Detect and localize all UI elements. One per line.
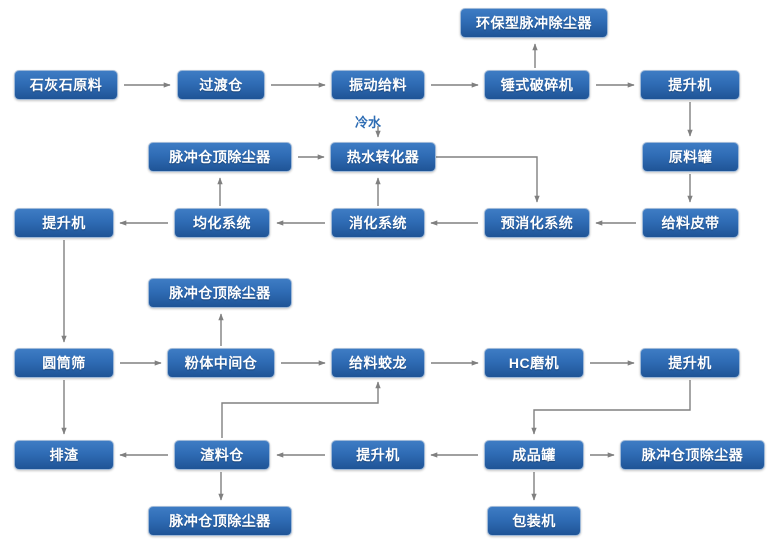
flow-node-n21[interactable]: 排渣 bbox=[14, 440, 114, 470]
flow-node-label: 提升机 bbox=[668, 77, 712, 93]
flow-node-n18[interactable]: 给料蛟龙 bbox=[331, 348, 425, 378]
flow-node-n12[interactable]: 消化系统 bbox=[331, 208, 425, 238]
flow-node-n19[interactable]: HC磨机 bbox=[484, 348, 584, 378]
flow-node-label: 脉冲仓顶除尘器 bbox=[169, 149, 271, 165]
flow-node-label: 提升机 bbox=[668, 355, 712, 371]
flow-node-n13[interactable]: 预消化系统 bbox=[484, 208, 590, 238]
flow-node-n1[interactable]: 石灰石原料 bbox=[14, 70, 118, 100]
flow-node-label: 渣料仓 bbox=[200, 447, 244, 463]
flow-node-n20[interactable]: 提升机 bbox=[640, 348, 740, 378]
flow-node-n10[interactable]: 提升机 bbox=[14, 208, 114, 238]
flow-node-n16[interactable]: 圆筒筛 bbox=[14, 348, 114, 378]
flow-node-label: 排渣 bbox=[49, 447, 79, 463]
flow-node-n15[interactable]: 脉冲仓顶除尘器 bbox=[148, 278, 292, 308]
flow-node-n9[interactable]: 热水转化器 bbox=[330, 142, 436, 172]
flow-edge bbox=[221, 381, 381, 438]
flow-node-label: 脉冲仓顶除尘器 bbox=[169, 285, 271, 301]
flow-node-label: 圆筒筛 bbox=[42, 355, 86, 371]
flow-node-n7[interactable]: 原料罐 bbox=[642, 142, 739, 172]
flow-node-label: 提升机 bbox=[356, 447, 400, 463]
flow-node-n27[interactable]: 包装机 bbox=[487, 506, 581, 536]
flow-node-n22[interactable]: 渣料仓 bbox=[174, 440, 270, 470]
flow-node-label: 给料皮带 bbox=[661, 215, 720, 231]
flow-node-n14[interactable]: 给料皮带 bbox=[642, 208, 739, 238]
flow-node-n17[interactable]: 粉体中间仓 bbox=[167, 348, 275, 378]
flow-node-label: 过渡仓 bbox=[199, 77, 243, 93]
flow-node-label: 粉体中间仓 bbox=[184, 355, 258, 371]
flow-node-label: 脉冲仓顶除尘器 bbox=[169, 513, 271, 529]
flow-node-label: 热水转化器 bbox=[346, 149, 420, 165]
flow-edge bbox=[436, 156, 540, 203]
flow-node-n25[interactable]: 脉冲仓顶除尘器 bbox=[620, 440, 765, 470]
flow-edge bbox=[531, 380, 691, 435]
flow-node-label: 锤式破碎机 bbox=[500, 77, 574, 93]
flow-node-n26[interactable]: 脉冲仓顶除尘器 bbox=[148, 506, 292, 536]
flow-node-label: HC磨机 bbox=[508, 355, 560, 371]
flow-node-n2[interactable]: 过渡仓 bbox=[177, 70, 265, 100]
flow-node-label: 脉冲仓顶除尘器 bbox=[641, 447, 744, 463]
flow-node-n11[interactable]: 均化系统 bbox=[174, 208, 270, 238]
flow-node-label: 振动给料 bbox=[349, 77, 407, 93]
flow-node-n24[interactable]: 成品罐 bbox=[484, 440, 584, 470]
flow-free-label-l1: 冷水 bbox=[355, 115, 382, 130]
flow-node-n5[interactable]: 提升机 bbox=[640, 70, 740, 100]
flow-node-label: 均化系统 bbox=[193, 215, 251, 231]
flow-node-label: 提升机 bbox=[42, 215, 86, 231]
flow-node-label: 石灰石原料 bbox=[29, 77, 103, 93]
flow-node-label: 预消化系统 bbox=[500, 215, 574, 231]
flow-node-n23[interactable]: 提升机 bbox=[331, 440, 425, 470]
flow-node-label: 包装机 bbox=[512, 513, 556, 529]
flow-node-label: 环保型脉冲除尘器 bbox=[476, 15, 592, 31]
flow-node-label: 原料罐 bbox=[668, 149, 713, 165]
flow-node-n6[interactable]: 环保型脉冲除尘器 bbox=[460, 8, 608, 38]
flow-node-label: 成品罐 bbox=[512, 447, 556, 463]
flow-node-label: 消化系统 bbox=[349, 215, 407, 231]
flow-node-n3[interactable]: 振动给料 bbox=[331, 70, 425, 100]
flow-node-label: 给料蛟龙 bbox=[349, 355, 407, 371]
flow-node-n4[interactable]: 锤式破碎机 bbox=[484, 70, 590, 100]
flow-node-n8[interactable]: 脉冲仓顶除尘器 bbox=[148, 142, 292, 172]
